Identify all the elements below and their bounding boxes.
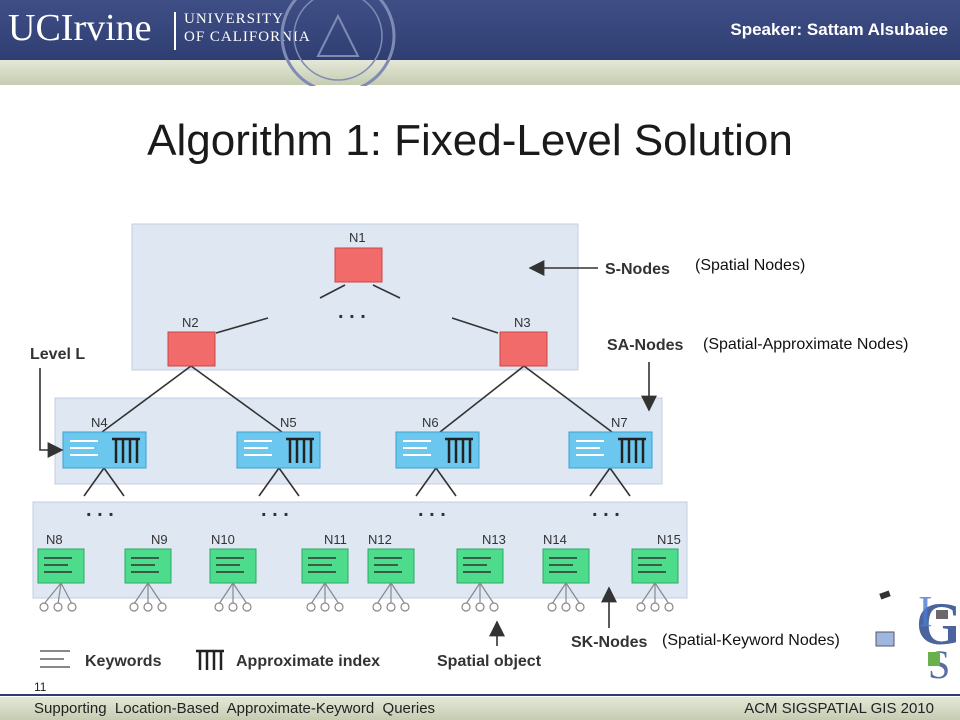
ellipsis-sk-3: . . . [418,499,446,521]
keywords-legend-icon [40,650,70,668]
pointer-arrows [39,260,657,646]
level-l-label: Level L [30,346,85,363]
uci-logo: UCIrvine [8,7,152,49]
sk-nodes [37,548,679,584]
sa-node-index-glyphs [112,437,646,463]
label-n11: N11 [324,532,347,547]
speaker-label: Speaker: Sattam Alsubaiee [730,20,948,39]
node-n7 [568,431,653,469]
node-n3 [499,331,548,367]
spatial-approximate-nodes-annotation: (Spatial-Approximate Nodes) [703,336,909,353]
node-n12 [367,548,415,584]
page-number: 11 [34,680,47,694]
node-n15 [631,548,679,584]
spatial-nodes-annotation: (Spatial Nodes) [695,257,806,274]
sa-nodes-label: SA-Nodes [607,337,684,354]
label-n4: N4 [91,415,108,430]
university-seal-watermark [280,0,396,86]
label-n12: N12 [368,532,392,547]
header-stripe [0,60,960,85]
node-n9 [124,548,172,584]
footer-conference: ACM SIGSPATIAL GIS 2010 [744,700,934,717]
node-n4 [62,431,147,469]
label-n5: N5 [280,415,297,430]
university-logo-text: UNIVERSITY OF CALIFORNIA [184,10,311,46]
label-n6: N6 [422,415,439,430]
node-n10 [209,548,257,584]
footer-rule [0,694,960,696]
node-n5 [236,431,321,469]
legend-keywords: Keywords [85,653,162,670]
label-n2: N2 [182,315,199,330]
university-line-2: OF CALIFORNIA [184,29,311,45]
legend: Keywords Approximate index Spatial objec… [40,649,542,670]
label-n10: N10 [211,532,235,547]
ellipsis-top: . . . [338,301,366,323]
node-n11 [301,548,349,584]
ellipsis-sk-4: . . . [592,499,620,521]
spatial-keyword-nodes-annotation: (Spatial-Keyword Nodes) [662,632,840,649]
node-n1 [334,247,383,283]
sa-node-icons [70,440,604,456]
spatial-objects [39,582,674,612]
s-nodes-label: S-Nodes [605,261,670,278]
label-n9: N9 [151,532,168,547]
node-n8 [37,548,85,584]
sk-nodes-label: SK-Nodes [571,634,648,651]
tree-edges [83,284,631,497]
ellipsis-sk-2: . . . [261,499,289,521]
index-legend-icon [196,649,224,670]
logo-separator [174,12,176,50]
svg-text:I: I [918,587,933,636]
node-n14 [542,548,590,584]
acm-gis-logo: G I S [875,587,956,682]
label-n15: N15 [657,532,681,547]
legend-spatial-object: Spatial object [437,653,542,670]
label-n3: N3 [514,315,531,330]
header-banner [0,0,960,60]
label-n8: N8 [46,532,63,547]
label-n13: N13 [482,532,506,547]
node-n6 [395,431,480,469]
label-n14: N14 [543,532,567,547]
sk-node-keyword-lines [44,557,666,573]
footer-title: Supporting Location-Based Approximate-Ke… [34,700,436,717]
svg-text:G: G [916,591,956,657]
ellipsis-sk-1: . . . [86,499,114,521]
slide-title: Algorithm 1: Fixed-Level Solution [147,116,793,165]
legend-approximate-index: Approximate index [236,653,380,670]
node-n2 [167,331,216,367]
label-n1: N1 [349,230,366,245]
label-n7: N7 [611,415,628,430]
node-n13 [456,548,504,584]
university-line-1: UNIVERSITY [184,11,284,27]
sa-nodes-region [54,397,663,485]
footer-bar [0,697,960,720]
